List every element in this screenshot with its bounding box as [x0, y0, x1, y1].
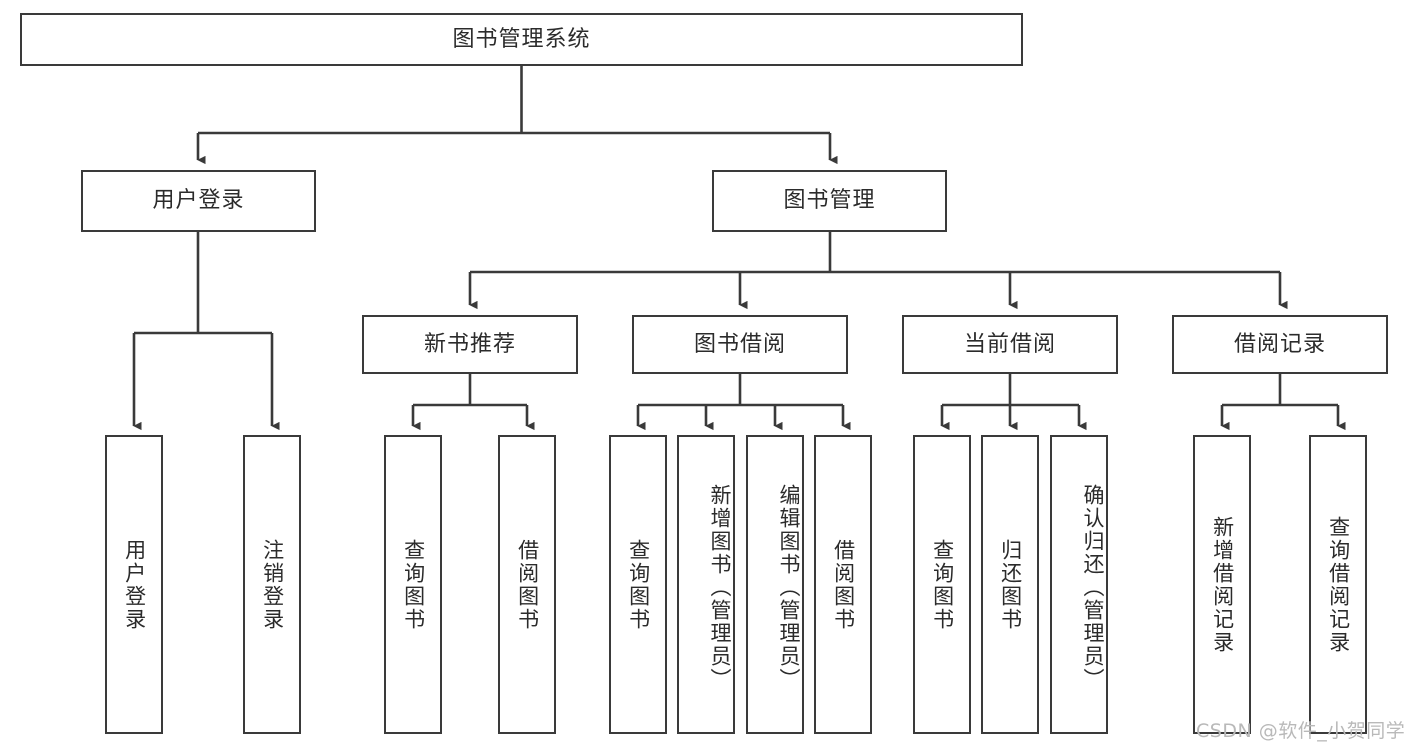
- node-current-borrow-label: 当前借阅: [963, 331, 1056, 357]
- leaf-borrow-book-2-label: 借阅图书: [831, 538, 856, 631]
- leaf-query-book-3[interactable]: 查询图书: [913, 435, 971, 734]
- node-borrow-record[interactable]: 借阅记录: [1172, 315, 1388, 374]
- leaf-query-book-1[interactable]: 查询图书: [384, 435, 442, 734]
- csdn-watermark: CSDN @软件_小贺同学: [1196, 720, 1405, 742]
- leaf-confirm-return[interactable]: 确认归还（管理员）: [1050, 435, 1108, 734]
- leaf-add-record-label: 新增借阅记录: [1210, 515, 1235, 654]
- node-root-label: 图书管理系统: [452, 26, 591, 52]
- leaf-query-record[interactable]: 查询借阅记录: [1309, 435, 1367, 734]
- node-book-manage-label: 图书管理: [783, 188, 876, 213]
- leaf-add-book[interactable]: 新增图书（管理员）: [677, 435, 735, 734]
- node-user-login[interactable]: 用户登录: [81, 170, 316, 232]
- leaf-edit-book-label: 编辑图书（管理员）: [777, 484, 801, 691]
- leaf-add-record[interactable]: 新增借阅记录: [1193, 435, 1251, 734]
- leaf-logout[interactable]: 注销登录: [243, 435, 301, 734]
- leaf-query-record-label: 查询借阅记录: [1326, 515, 1351, 654]
- leaf-borrow-book-2[interactable]: 借阅图书: [814, 435, 872, 734]
- leaf-query-book-1-label: 查询图书: [401, 538, 426, 631]
- leaf-add-book-label: 新增图书（管理员）: [708, 484, 732, 691]
- node-book-manage[interactable]: 图书管理: [712, 170, 947, 232]
- node-root[interactable]: 图书管理系统: [20, 13, 1023, 66]
- leaf-query-book-3-label: 查询图书: [930, 538, 955, 631]
- node-new-book-recommend[interactable]: 新书推荐: [362, 315, 578, 374]
- node-new-book-recommend-label: 新书推荐: [423, 331, 516, 357]
- leaf-query-book-2[interactable]: 查询图书: [609, 435, 667, 734]
- leaf-logout-label: 注销登录: [260, 538, 285, 631]
- node-borrow-record-label: 借阅记录: [1233, 331, 1326, 357]
- node-user-login-label: 用户登录: [152, 188, 245, 213]
- leaf-return-book[interactable]: 归还图书: [981, 435, 1039, 734]
- leaf-edit-book[interactable]: 编辑图书（管理员）: [746, 435, 804, 734]
- leaf-borrow-book-1-label: 借阅图书: [515, 538, 540, 631]
- node-current-borrow[interactable]: 当前借阅: [902, 315, 1118, 374]
- node-book-borrow[interactable]: 图书借阅: [632, 315, 848, 374]
- leaf-return-book-label: 归还图书: [998, 538, 1023, 631]
- leaf-borrow-book-1[interactable]: 借阅图书: [498, 435, 556, 734]
- leaf-confirm-return-label: 确认归还（管理员）: [1081, 484, 1105, 691]
- node-book-borrow-label: 图书借阅: [693, 331, 786, 357]
- leaf-user-login-label: 用户登录: [122, 538, 147, 631]
- leaf-user-login[interactable]: 用户登录: [105, 435, 163, 734]
- leaf-query-book-2-label: 查询图书: [626, 538, 651, 631]
